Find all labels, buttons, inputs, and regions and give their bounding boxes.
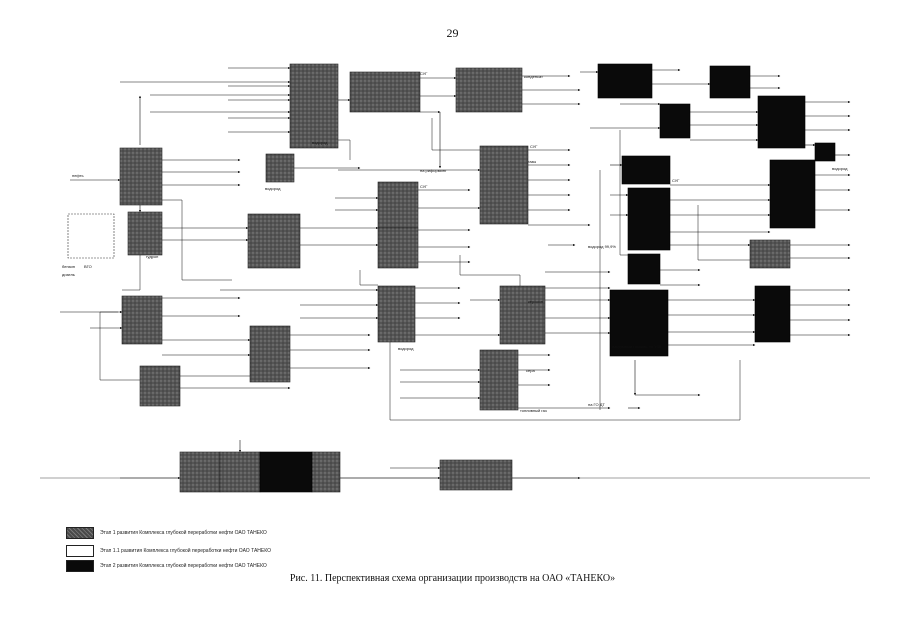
unit-dt [247, 213, 301, 269]
label-vodorod-99: водород 99,9% [588, 244, 616, 249]
label-sera: сера [526, 368, 535, 373]
unit-s2-mid [659, 103, 691, 139]
unit-isom [377, 285, 416, 343]
label-benzin: бензин [62, 264, 75, 269]
unit-vakuum [349, 71, 421, 113]
label-kondensat: конденсат [524, 74, 543, 79]
unit-s2-right-tall [757, 95, 806, 149]
label-svg-3: СУГ [420, 184, 428, 189]
unit-bottom-4 [311, 451, 341, 493]
unit-vb [127, 211, 163, 256]
flow-labels: нефть СУГ СУГ СУГ СУГ бензин дизель ВГО … [62, 71, 848, 413]
label-svg-2: СУГ [530, 144, 538, 149]
unit-s2-top-left [597, 63, 653, 99]
legend-swatch-stage2 [66, 560, 94, 572]
legend-text-stage11: Этап 1.1 развития Комплекса глубокой пер… [100, 548, 271, 554]
label-svg-1: СУГ [420, 71, 428, 76]
label-gudron: гудрон [146, 254, 158, 259]
unit-s2-center-2 [627, 187, 671, 251]
unit-hydro-1 [377, 181, 419, 229]
unit-s2-lower [627, 253, 661, 285]
legend-swatch-stage1 [66, 527, 94, 539]
unit-avt-left [119, 147, 163, 206]
unit-hgo [499, 285, 546, 345]
legend-item-stage2: Этап 2 развития Комплекса глубокой перер… [66, 560, 267, 572]
legend-swatch-stage11 [66, 545, 94, 557]
unit-bottom-5 [439, 459, 513, 491]
page-number: 29 [446, 26, 459, 40]
label-vodorod-2: водород [265, 186, 281, 191]
label-gazi: газы [528, 159, 536, 164]
flow-lines [60, 66, 851, 480]
unit-gfu [455, 67, 523, 113]
unit-s2-bottom [259, 451, 313, 493]
unit-vgo-left [121, 295, 163, 345]
stage1-blocks [119, 63, 791, 493]
label-kerosin: керосин [528, 299, 543, 304]
unit-s2-big [609, 289, 669, 357]
label-vodorod-1: водород [312, 140, 328, 145]
legend-item-stage1: Этап 1 развития Комплекса глубокой перер… [66, 527, 267, 539]
unit-claus [139, 365, 181, 407]
unit-uzk [479, 349, 519, 411]
label-dizel: дизель [62, 272, 75, 277]
unit-bottom-2 [219, 451, 261, 493]
label-neft: нефть [72, 173, 84, 178]
label-topl-gaz: топливный газ [520, 408, 547, 413]
unit-bottom-1 [179, 451, 221, 493]
unit-s2-center [621, 155, 671, 185]
unit-s2-top-mid [709, 65, 751, 99]
unit-hydro-2 [377, 227, 419, 269]
label-go-dt: на ГО ДТ [588, 402, 605, 407]
unit-gk [249, 325, 291, 383]
unit-stage11 [67, 213, 115, 259]
unit-right-gray [749, 239, 791, 269]
label-vgo: ВГО [84, 264, 92, 269]
legend-text-stage1: Этап 1 развития Комплекса глубокой перер… [100, 530, 267, 536]
unit-s2-right-3 [754, 285, 791, 343]
label-vodorod-4: водород [832, 166, 848, 171]
unit-s2-small [814, 142, 836, 162]
unit-s2-right-2 [769, 159, 816, 229]
label-reforming: на риформинг [420, 168, 447, 173]
legend-text-stage2: Этап 2 развития Комплекса глубокой перер… [100, 563, 267, 569]
figure-caption: Рис. 11. Перспективная схема организации… [289, 573, 616, 584]
label-vakuum-gazoil: вакуумный газойль на УЗК [612, 344, 662, 349]
label-vodorod-3: водород [398, 346, 414, 351]
legend-item-stage11: Этап 1.1 развития Комплекса глубокой пер… [66, 545, 271, 557]
unit-reforming [479, 145, 529, 225]
label-svg-4: СУГ [672, 178, 680, 183]
unit-kerosin [265, 153, 295, 183]
stage2-blocks [259, 63, 836, 493]
unit-elou-avt [289, 63, 339, 149]
